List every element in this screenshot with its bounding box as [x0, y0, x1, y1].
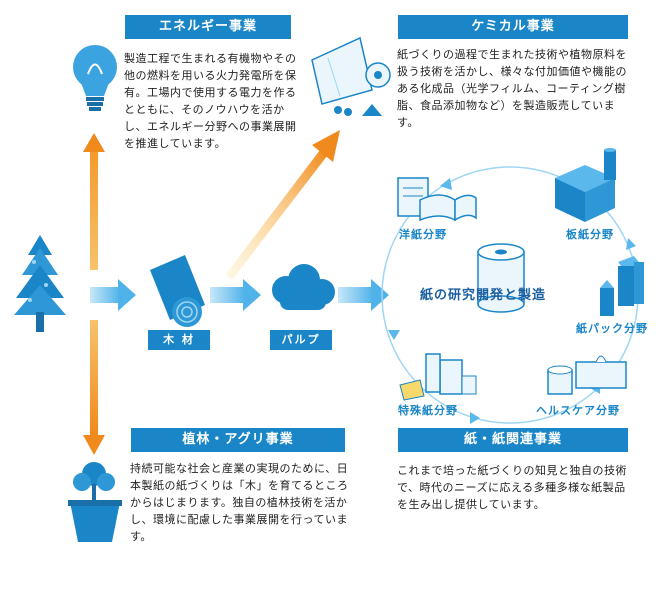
paper-related-description: これまで培った紙づくりの知見と独自の技術で、時代のニーズに応える多種多様な紙製品…	[397, 464, 627, 511]
paper-roll-icon	[477, 243, 525, 313]
wood-log-icon	[150, 255, 205, 327]
paper-related-title: 紙・紙関連事業	[398, 428, 628, 452]
tissue-box-icon	[547, 355, 627, 395]
field-label-paperboard: 板紙分野	[566, 228, 614, 241]
arrow-down-to-forestry	[83, 320, 105, 455]
field-label-special-paper: 特殊紙分野	[398, 404, 458, 417]
book-icon	[397, 177, 477, 222]
tree-icon	[14, 235, 66, 332]
field-label-healthcare: ヘルスケア分野	[536, 404, 620, 417]
milk-carton-icon	[600, 256, 644, 316]
forestry-description: 持続可能な社会と産業の実現のために、日本製紙の紙づくりは「木」を育てるところから…	[130, 462, 349, 543]
pulp-cloud-icon	[272, 264, 335, 310]
pulp-label: パルプ	[270, 330, 332, 350]
special-paper-icon	[399, 353, 477, 401]
wood-label: 木 材	[148, 330, 210, 350]
forestry-title: 植林・アグリ事業	[131, 428, 345, 452]
potted-plant-icon	[68, 462, 122, 542]
flow-arrow-1	[90, 279, 136, 311]
chemical-title: ケミカル事業	[398, 15, 628, 39]
field-label-western-paper: 洋紙分野	[399, 228, 447, 241]
film-roll-icon	[311, 36, 391, 116]
arrow-to-chemical	[226, 130, 340, 280]
energy-title: エネルギー事業	[125, 15, 291, 39]
arrow-up-to-energy	[83, 133, 105, 270]
energy-description: 製造工程で生まれる有機物やその他の燃料を用いる火力発電所を保有。工場内で使用する…	[124, 52, 297, 150]
cardboard-box-icon	[555, 148, 616, 222]
flow-arrow-2	[210, 279, 261, 311]
chemical-description: 紙づくりの過程で生まれた技術や植物原料を扱う技術を活かし、様々な付加価値や機能の…	[397, 48, 627, 129]
field-label-paper-pack: 紙パック分野	[576, 322, 648, 335]
flow-arrow-3	[338, 279, 389, 311]
cycle-center-label: 紙の研究開発と製造	[420, 288, 547, 303]
light-bulb-icon	[73, 45, 117, 111]
